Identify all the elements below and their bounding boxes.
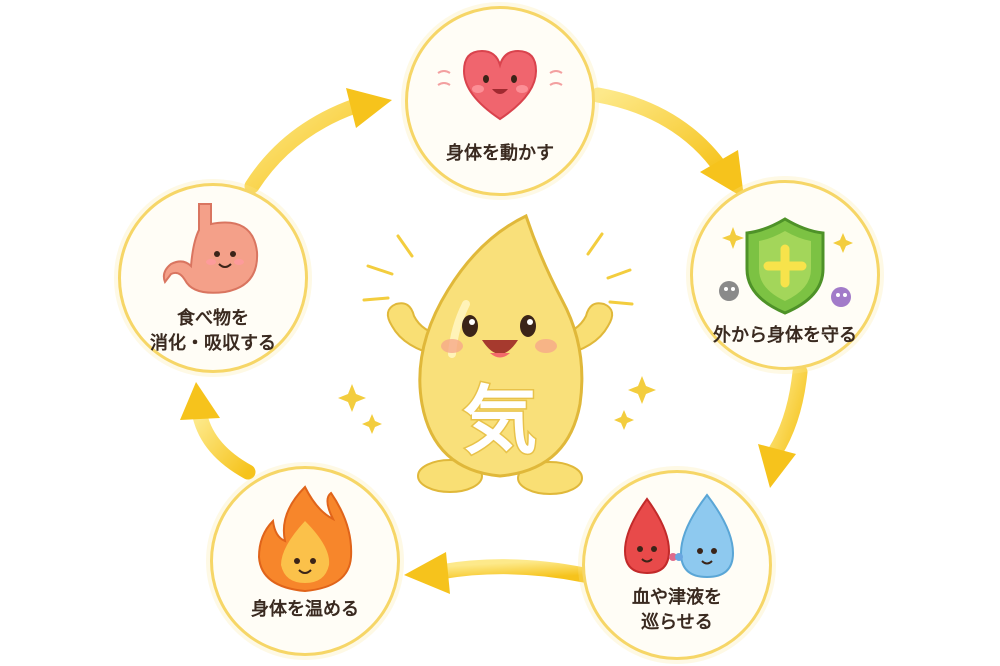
cycle-node-digest-food: 食べ物を 消化・吸収する	[118, 183, 308, 373]
blood-water-drops-icon	[623, 493, 735, 579]
sparkles	[338, 376, 656, 434]
label-line: 巡らせる	[641, 612, 713, 633]
heart-icon	[437, 49, 563, 121]
ki-face	[441, 315, 557, 358]
label-line: 血や津液を	[632, 587, 722, 608]
arrow-top-to-right	[590, 87, 744, 198]
label-line: 身体を動かす	[446, 143, 554, 164]
cycle-node-label: 外から身体を守る	[693, 323, 877, 348]
blood-drop-icon	[623, 497, 671, 575]
cycle-node-warm-body: 身体を温める	[210, 466, 400, 656]
stomach-icon	[162, 203, 259, 294]
shield-icon	[719, 217, 853, 315]
water-drop-icon	[679, 493, 735, 579]
sparkle-rays	[362, 232, 634, 306]
cycle-node-label: 食べ物を 消化・吸収する	[121, 306, 305, 356]
ki-character-text: 気	[463, 378, 537, 464]
arrow-bottom-left-to-left	[180, 382, 256, 480]
germ-icon-purple	[831, 287, 851, 307]
label-line: 身体を温める	[251, 599, 359, 620]
arrow-left-to-top	[244, 88, 392, 194]
cycle-node-label: 身体を温める	[213, 597, 397, 622]
label-line: 外から身体を守る	[713, 325, 857, 346]
arrow-right-to-bottom-right	[758, 364, 808, 488]
cycle-node-protect-body: 外から身体を守る	[690, 180, 880, 370]
cycle-node-move-body: 身体を動かす	[405, 6, 595, 196]
cycle-node-circulate-fluids: 血や津液を 巡らせる	[582, 470, 772, 660]
cycle-node-label: 血や津液を 巡らせる	[585, 585, 769, 635]
arrow-bottom-right-to-bottom-left	[404, 552, 592, 594]
label-line: 消化・吸収する	[150, 333, 276, 354]
cycle-node-label: 身体を動かす	[408, 141, 592, 166]
flame-icon	[257, 485, 353, 593]
label-line: 食べ物を	[177, 308, 249, 329]
ki-character: 気	[338, 213, 656, 495]
germ-icon-gray	[719, 281, 739, 301]
